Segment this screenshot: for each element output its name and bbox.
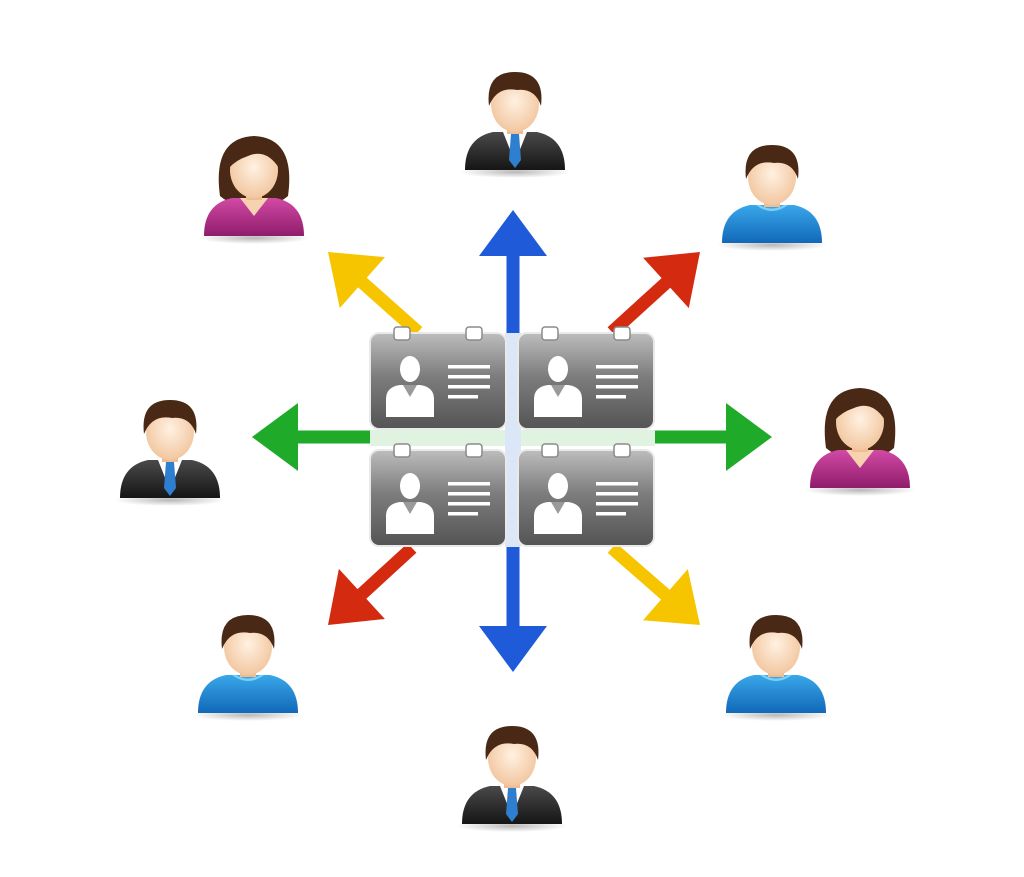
card-top-right [517,326,655,430]
card-text-line [448,482,490,486]
person-bottom [456,726,568,832]
businessman-icon [459,72,571,178]
card-text-line [596,385,638,389]
card-text-line [448,375,490,379]
person-top-right [716,145,828,251]
card-text-line [596,395,626,399]
person-bottom-right [720,615,832,721]
card-text-line [448,512,478,516]
businessman-icon [114,400,226,506]
card-top-left [369,326,507,430]
contact-card-icon [534,473,582,534]
card-text-line [596,502,638,506]
arrow-down [479,545,547,672]
person-top-left [198,136,310,244]
card-text-line [596,492,638,496]
card-text-line [596,512,626,516]
card-text-line [596,482,638,486]
card-text-line [448,502,490,506]
person-top [459,72,571,178]
businesswoman-icon [198,136,310,244]
card-text-line [596,375,638,379]
people-layer [114,72,916,832]
user-icon [716,145,828,251]
contact-card-icon [386,473,434,534]
card-bottom-right [517,443,655,547]
arrow-down-right [607,543,700,625]
card-text-line [448,385,490,389]
arrow-up [479,210,547,335]
person-right [804,388,916,496]
card-text-line [448,365,490,369]
card-bottom-left [369,443,507,547]
hub-card-cluster [369,326,655,547]
card-text-line [596,365,638,369]
arrow-right [652,403,772,471]
user-icon [720,615,832,721]
arrow-up-left [328,252,423,337]
arrows-layer [252,210,772,672]
card-text-line [448,395,478,399]
person-left [114,400,226,506]
contact-card-icon [534,356,582,417]
arrow-down-left [328,543,417,625]
arrow-up-right [607,252,700,337]
businesswoman-icon [804,388,916,496]
user-icon [192,615,304,721]
businessman-icon [456,726,568,832]
contact-card-icon [386,356,434,417]
card-text-line [448,492,490,496]
person-bottom-left [192,615,304,721]
arrow-left [252,403,370,471]
